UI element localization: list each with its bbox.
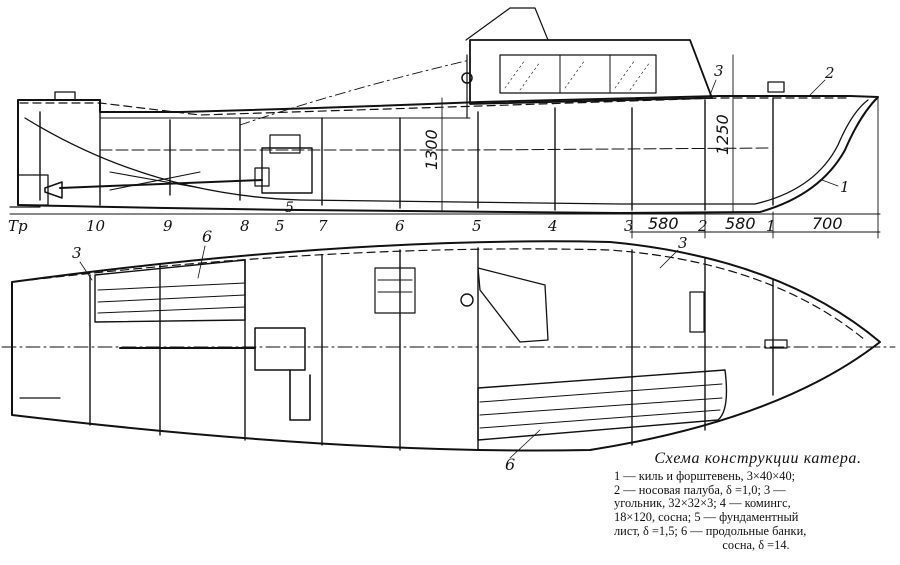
deck-cleats: [54, 81, 785, 101]
caption-line: сосна, δ =14.: [722, 537, 790, 552]
callout-5: 5: [285, 200, 294, 216]
callout-1: 1: [840, 178, 850, 196]
frame-label: 3: [624, 217, 634, 235]
hull-plan-outline: [11, 240, 881, 452]
plan-frames: [89, 247, 774, 451]
frame-label: 1: [766, 217, 776, 235]
dimension-1250: 1250: [713, 114, 732, 155]
steering-wheel-plan: [460, 293, 474, 307]
forward-hatch: [374, 267, 416, 314]
dimension-700: 700: [812, 214, 843, 233]
callout-3-right: 3: [678, 234, 688, 252]
deck-plan-dashed: [29, 248, 866, 341]
caption-line: 1 — киль и форштевень, 3×40×40;: [614, 468, 796, 483]
caption-title: Схема конструкции катера.: [654, 450, 862, 467]
caption-line: 18×120, сосна; 5 — фундаментный: [614, 510, 799, 525]
caption-line: 2 — носовая палуба, δ =1,0; 3 —: [614, 482, 786, 497]
frame-label: Тр: [8, 217, 28, 235]
dimension-1300: 1300: [422, 129, 441, 170]
hull-side-outline: [17, 95, 879, 214]
windscreen-plan: [477, 267, 549, 343]
frame-label: 6: [395, 217, 405, 235]
frame-label: 4: [547, 217, 558, 235]
frame-label: 8: [240, 217, 250, 235]
frame-label: 5: [275, 217, 285, 235]
deck-dashed-line: [19, 97, 851, 116]
frame-label: 9: [163, 217, 173, 235]
frame-labels: Тр 10 9 8 5 7 6 5 4 3 2 1: [8, 217, 776, 235]
figure-caption: Схема конструкции катера. 1 — киль и фор…: [614, 450, 898, 553]
frame-label: 10: [86, 217, 106, 235]
callout-6-top: 6: [202, 227, 212, 246]
bench-bottom: [477, 369, 728, 441]
stern-unit: [9, 174, 63, 208]
callout-2: 2: [824, 64, 835, 82]
side-frames: [39, 97, 774, 211]
side-view: Тр 10 9 8 5 7 6 5 4 3 2 1 1300 1250 580 …: [8, 7, 881, 239]
caption-line: угольник, 32×32×3; 4 — комингс,: [614, 496, 791, 511]
dimension-580-a: 580: [648, 214, 679, 233]
engine-plan: [119, 327, 311, 421]
callout-6-bottom: 6: [505, 455, 515, 474]
frame-label: 5: [472, 217, 482, 235]
caption-line: лист, δ =1,5; 6 — продольные банки,: [614, 523, 807, 538]
cabin: [461, 7, 713, 119]
cabin-window: [499, 54, 657, 94]
side-stringer: [99, 147, 771, 151]
frame-label: 2: [697, 217, 708, 235]
frame-label: 7: [318, 217, 328, 235]
callout-3-left: 3: [72, 244, 82, 262]
dimension-580-b: 580: [725, 214, 756, 233]
callout-3: 3: [714, 62, 724, 80]
sheer-dashdot: [239, 59, 471, 126]
keel-inner-line: [24, 99, 869, 205]
engine-side: [59, 134, 313, 194]
plan-view: 3 3 6 6: [1, 227, 896, 474]
